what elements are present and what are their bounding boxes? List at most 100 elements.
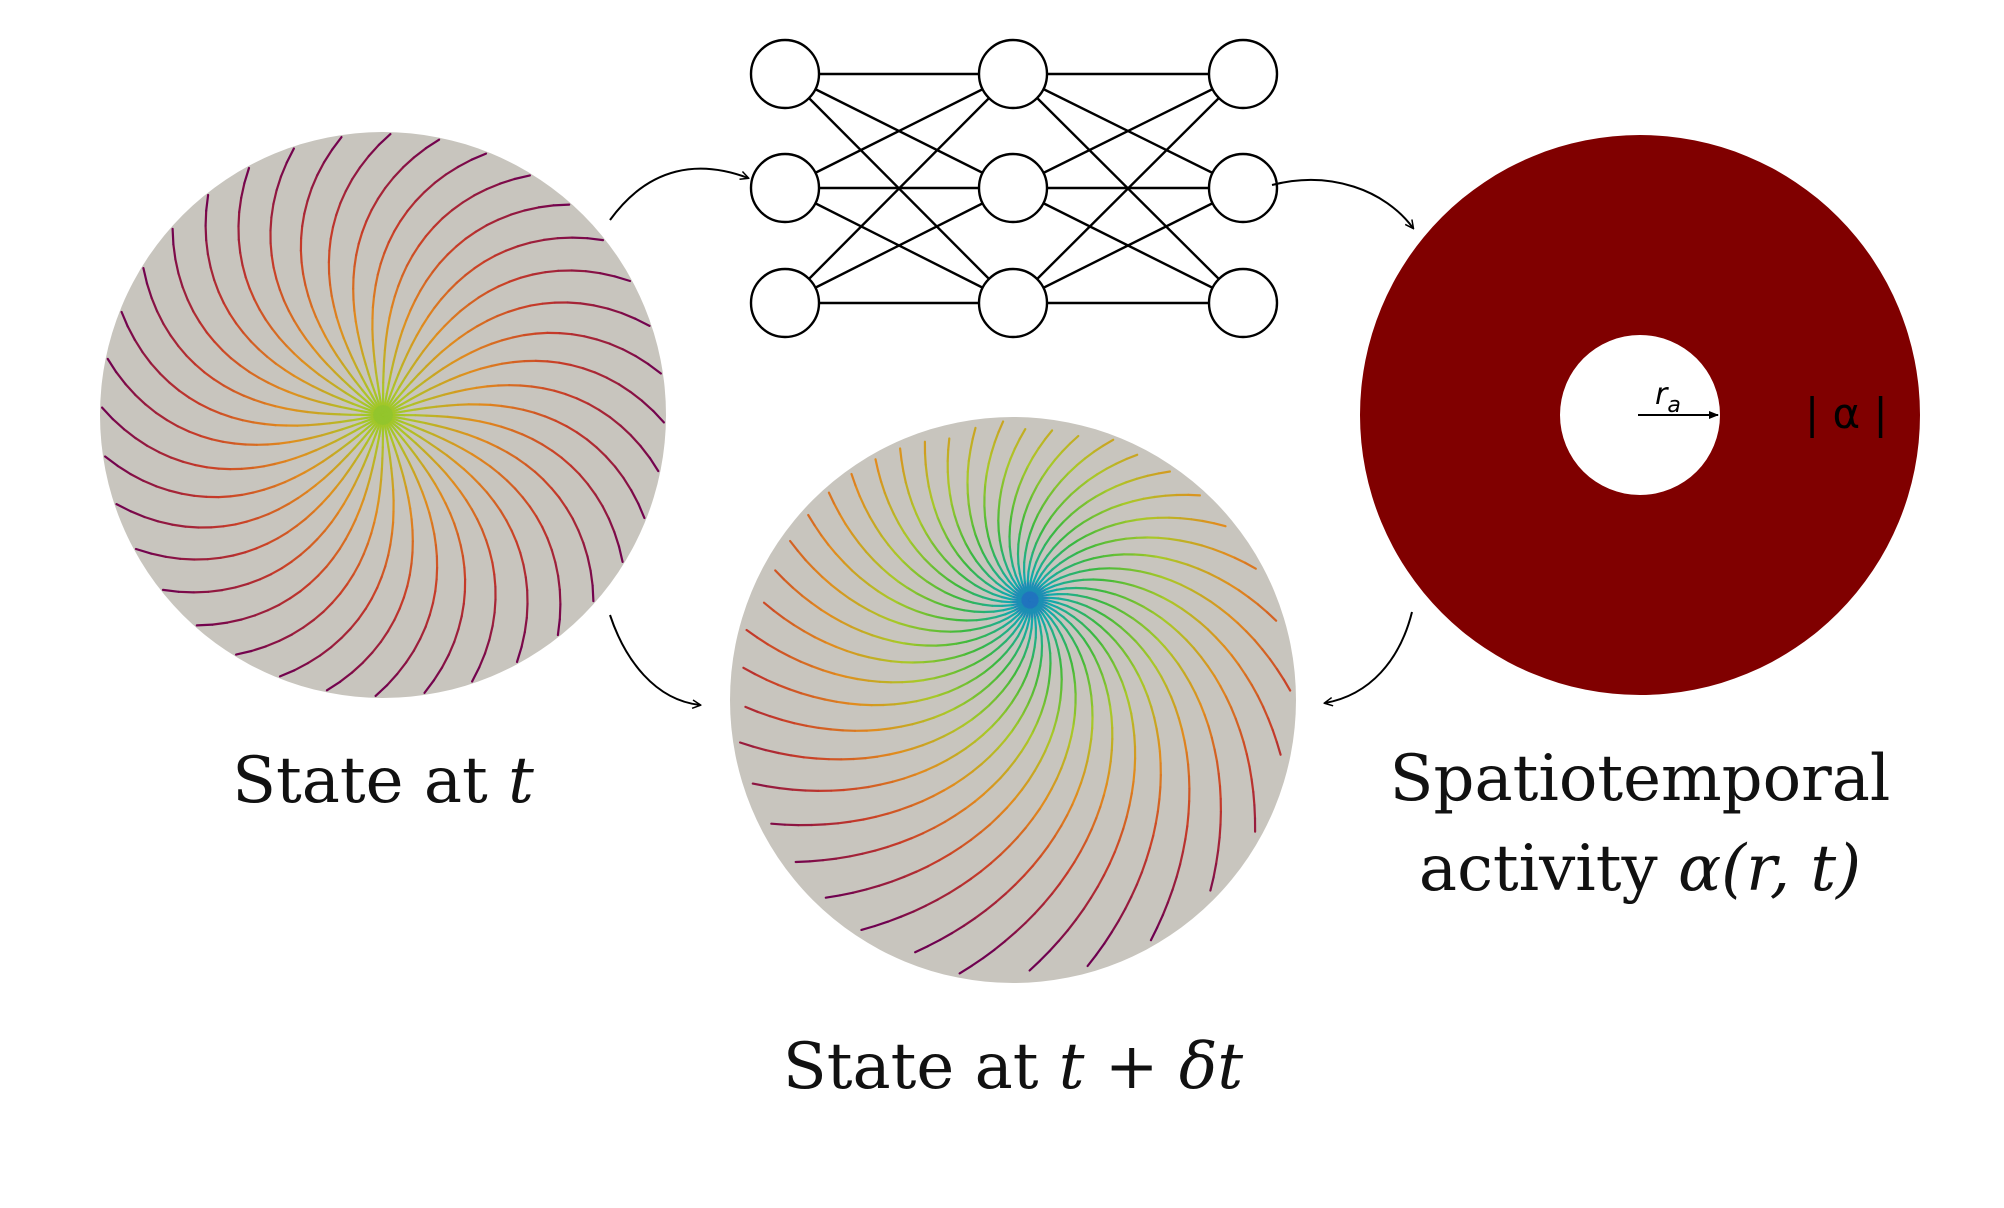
field-line-segment: [890, 875, 906, 883]
field-line-segment: [221, 349, 233, 360]
field-line-segment: [360, 410, 374, 415]
field-line-segment: [462, 468, 473, 478]
field-line-segment: [1134, 640, 1145, 651]
field-line-segment: [1067, 735, 1073, 749]
field-line-segment: [1245, 630, 1256, 642]
field-line-segment: [1212, 862, 1218, 879]
field-line-segment: [1000, 478, 1005, 491]
field-line-segment: [390, 521, 395, 535]
field-line-segment: [371, 456, 376, 470]
field-line-segment: [764, 748, 780, 755]
state-t-field-lines: [100, 133, 666, 698]
field-line-segment: [1148, 657, 1157, 669]
field-line-segment: [253, 609, 269, 617]
field-line-segment: [1088, 684, 1093, 698]
field-line-segment: [864, 550, 875, 562]
field-line-segment: [1073, 850, 1082, 864]
field-line-segment: [469, 367, 482, 374]
field-line-segment: [1148, 630, 1159, 640]
field-line-segment: [1043, 623, 1049, 636]
field-line-segment: [932, 735, 945, 743]
field-line-segment: [990, 598, 1003, 603]
field-line-segment: [339, 441, 351, 450]
field-line-segment: [402, 381, 413, 392]
field-line-segment: [1183, 672, 1192, 685]
field-line-segment: [1043, 692, 1049, 705]
field-line-segment: [1125, 453, 1139, 460]
field-line-segment: [619, 424, 632, 437]
field-line-segment: [608, 342, 624, 351]
field-line-segment: [184, 525, 200, 529]
field-line-segment: [181, 285, 189, 301]
field-line-segment: [389, 434, 395, 447]
field-line-segment: [512, 360, 526, 364]
field-line-segment: [238, 196, 243, 214]
field-line-segment: [986, 560, 995, 572]
field-line-segment: [805, 724, 820, 730]
field-line-segment: [1130, 883, 1139, 898]
field-line-segment: [351, 661, 364, 674]
field-line-segment: [278, 633, 293, 643]
field-line-segment: [429, 383, 442, 390]
field-line-segment: [401, 264, 409, 277]
field-line-segment: [874, 525, 883, 538]
field-line-segment: [455, 430, 469, 436]
field-line-segment: [950, 503, 956, 516]
field-line-segment: [629, 390, 644, 402]
field-line-segment: [1207, 571, 1220, 580]
field-line-segment: [129, 472, 145, 482]
field-line-segment: [1109, 749, 1113, 763]
field-line-segment: [1049, 507, 1059, 519]
field-line-segment: [245, 516, 259, 523]
field-line-segment: [508, 276, 522, 283]
field-line-segment: [956, 682, 969, 690]
field-line-segment: [437, 448, 449, 457]
field-line-segment: [1178, 850, 1185, 866]
field-line-segment: [994, 613, 1007, 619]
field-line-segment: [410, 334, 418, 347]
field-line-segment: [1105, 462, 1118, 470]
field-line-segment: [571, 517, 580, 532]
field-line-segment: [1025, 608, 1031, 620]
field-line-segment: [1094, 609, 1106, 617]
field-line-segment: [898, 804, 913, 812]
field-line-segment: [1242, 740, 1248, 756]
field-line-segment: [1035, 712, 1043, 725]
field-line-segment: [386, 316, 391, 330]
field-line-segment: [255, 542, 269, 550]
field-line-segment: [969, 551, 978, 563]
field-line-segment: [376, 435, 381, 448]
field-line-segment: [1026, 570, 1030, 583]
field-line-segment: [486, 441, 499, 449]
field-line-segment: [905, 605, 918, 613]
field-line-segment: [410, 518, 414, 532]
field-line-segment: [293, 662, 309, 672]
field-line-segment: [155, 485, 171, 492]
field-line-segment: [1114, 640, 1124, 651]
field-line-segment: [331, 214, 338, 229]
field-line-segment: [911, 720, 925, 726]
field-line-segment: [924, 764, 938, 772]
field-line-segment: [355, 366, 363, 379]
field-line-segment: [583, 335, 599, 341]
field-line-segment: [310, 174, 319, 190]
field-line-segment: [141, 351, 152, 365]
field-line-segment: [1139, 570, 1152, 575]
field-line-segment: [922, 660, 936, 664]
field-line-segment: [943, 656, 956, 661]
field-line-segment: [987, 574, 998, 584]
field-line-segment: [466, 433, 479, 440]
annulus-shape: [1360, 135, 1920, 695]
field-line-segment: [1071, 792, 1079, 806]
field-line-segment: [422, 464, 431, 476]
field-line-segment: [1180, 728, 1186, 742]
field-line-segment: [900, 680, 915, 684]
field-line-segment: [1128, 568, 1142, 573]
field-line-segment: [283, 476, 296, 484]
field-line-segment: [965, 676, 978, 685]
field-line-segment: [302, 380, 315, 388]
field-line-segment: [858, 495, 866, 508]
field-line-segment: [961, 718, 973, 727]
field-line-segment: [446, 245, 458, 256]
field-line-segment: [158, 451, 173, 459]
